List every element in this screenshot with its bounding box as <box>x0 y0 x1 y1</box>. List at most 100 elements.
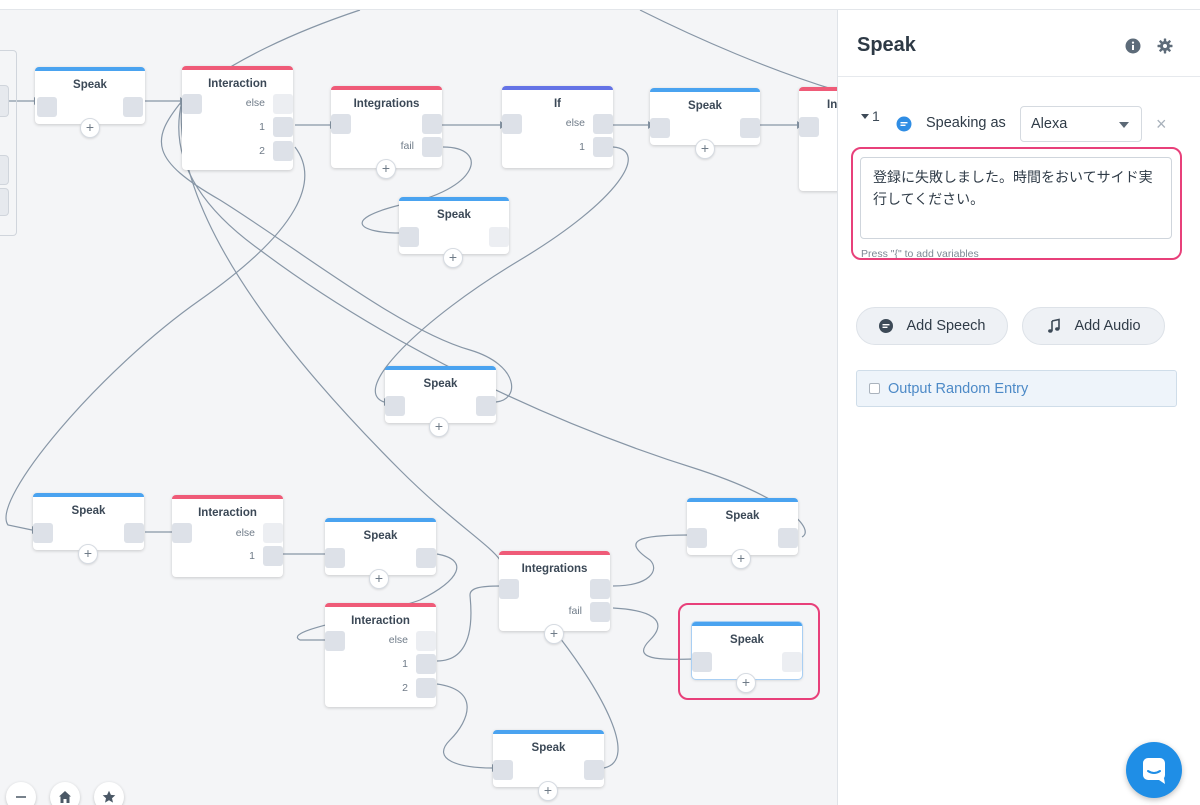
node-speak[interactable]: Speak + <box>493 730 604 801</box>
input-port[interactable] <box>650 118 670 138</box>
node-if[interactable]: If else 1 <box>502 86 613 168</box>
node-interaction[interactable]: Interaction else 1 <box>172 495 283 577</box>
input-port[interactable] <box>493 760 513 780</box>
remove-entry-close-icon[interactable]: × <box>1156 114 1167 134</box>
home-button[interactable] <box>50 782 80 805</box>
input-port[interactable] <box>37 97 57 117</box>
output-port[interactable] <box>590 579 610 599</box>
add-speech-button[interactable]: Add Speech <box>856 307 1008 345</box>
node-title: Speak <box>531 742 566 754</box>
text-highlight-box <box>851 147 1182 260</box>
node-interaction-partial[interactable]: In <box>799 87 837 191</box>
random-entry-checkbox[interactable] <box>869 383 880 394</box>
output-port-else[interactable] <box>593 114 613 134</box>
port-label-else: else <box>388 634 408 646</box>
output-port[interactable] <box>123 97 143 117</box>
entry-collapse-toggle[interactable]: 1 <box>860 108 880 124</box>
node-speak[interactable]: Speak + <box>33 493 144 564</box>
add-step-button[interactable]: + <box>731 549 751 569</box>
output-port[interactable] <box>416 548 436 568</box>
node-interaction[interactable]: Interaction else 1 2 <box>182 66 293 170</box>
node-title: Interaction <box>208 78 267 90</box>
node-integrations[interactable]: Integrations fail + <box>331 86 442 179</box>
output-port-2[interactable] <box>273 141 293 161</box>
add-audio-label: Add Audio <box>1074 318 1141 334</box>
input-port[interactable] <box>325 631 345 651</box>
output-port[interactable] <box>422 114 442 134</box>
add-step-button[interactable]: + <box>78 544 98 564</box>
info-icon[interactable] <box>1125 38 1141 54</box>
output-port-fail[interactable] <box>422 137 442 157</box>
output-port-else[interactable] <box>416 631 436 651</box>
input-port[interactable] <box>385 396 405 416</box>
port-label-1: 1 <box>259 121 265 133</box>
add-step-button[interactable]: + <box>538 781 558 801</box>
output-port-1[interactable] <box>593 137 613 157</box>
output-port[interactable] <box>782 652 802 672</box>
input-port[interactable] <box>502 114 522 134</box>
input-port[interactable] <box>399 227 419 247</box>
output-port[interactable] <box>476 396 496 416</box>
speech-bubble-icon <box>896 116 912 132</box>
node-title: Speak <box>71 505 106 517</box>
add-step-button[interactable]: + <box>376 159 396 179</box>
node-speak[interactable]: Speak + <box>687 498 798 569</box>
node-interaction[interactable]: Interaction else 1 2 <box>325 603 436 707</box>
zoom-out-button[interactable] <box>6 782 36 805</box>
node-title: Interaction <box>351 615 410 627</box>
input-port[interactable] <box>172 523 192 543</box>
add-step-button[interactable]: + <box>695 139 715 159</box>
minus-icon <box>16 796 26 798</box>
output-port-else[interactable] <box>263 523 283 543</box>
output-port-1[interactable] <box>416 654 436 674</box>
input-port[interactable] <box>33 523 53 543</box>
input-port[interactable] <box>331 114 351 134</box>
input-port[interactable] <box>325 548 345 568</box>
add-audio-button[interactable]: Add Audio <box>1022 307 1165 345</box>
node-speak[interactable]: Speak + <box>35 67 145 138</box>
node-title: Speak <box>363 530 398 542</box>
output-port[interactable] <box>584 760 604 780</box>
panel-title: Speak <box>857 34 916 56</box>
input-port[interactable] <box>687 528 707 548</box>
speech-text-input[interactable]: 登録に失敗しました。時間をおいてサイド実行してください。 <box>860 157 1172 239</box>
node-speak-selected[interactable]: Speak + <box>692 622 802 693</box>
port-label-2: 2 <box>259 145 265 157</box>
output-port[interactable] <box>489 227 509 247</box>
node-title: Speak <box>73 79 107 91</box>
node-speak[interactable]: Speak + <box>399 197 509 268</box>
output-port[interactable] <box>124 523 144 543</box>
support-chat-button[interactable] <box>1126 742 1182 798</box>
voice-select-value: Alexa <box>1031 116 1068 132</box>
add-step-button[interactable]: + <box>369 569 389 589</box>
chat-icon <box>1143 758 1165 784</box>
node-integrations[interactable]: Integrations fail + <box>499 551 610 644</box>
gear-icon[interactable] <box>1157 38 1173 54</box>
output-port-1[interactable] <box>273 117 293 137</box>
add-step-button[interactable]: + <box>80 118 100 138</box>
input-port[interactable] <box>499 579 519 599</box>
node-speak[interactable]: Speak + <box>650 88 760 159</box>
output-random-entry-option[interactable]: Output Random Entry <box>856 370 1177 407</box>
flow-canvas[interactable]: Speak + Interaction else 1 2 Integration… <box>0 0 837 805</box>
output-port[interactable] <box>740 118 760 138</box>
speech-bubble-icon <box>879 319 894 333</box>
add-step-button[interactable]: + <box>429 417 449 437</box>
node-speak[interactable]: Speak + <box>385 366 496 437</box>
output-port-else[interactable] <box>273 94 293 114</box>
node-speak[interactable]: Speak + <box>325 518 436 589</box>
input-port[interactable] <box>182 94 202 114</box>
add-step-button[interactable]: + <box>544 624 564 644</box>
output-port-2[interactable] <box>416 678 436 698</box>
favorites-button[interactable] <box>94 782 124 805</box>
add-step-button[interactable]: + <box>736 673 756 693</box>
output-port-fail[interactable] <box>590 602 610 622</box>
top-bar <box>0 0 1200 10</box>
voice-select[interactable]: Alexa <box>1020 106 1142 142</box>
output-port-1[interactable] <box>263 546 283 566</box>
input-port[interactable] <box>692 652 712 672</box>
offscreen-node-stub <box>0 155 9 185</box>
add-step-button[interactable]: + <box>443 248 463 268</box>
input-port[interactable] <box>799 117 819 137</box>
output-port[interactable] <box>778 528 798 548</box>
